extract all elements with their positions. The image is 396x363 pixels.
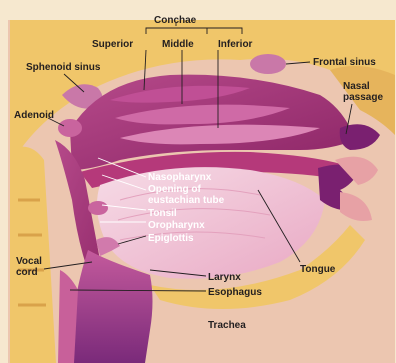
nasal-passage-label-line1: Nasal (343, 81, 370, 92)
tongue-label: Tongue (300, 264, 336, 275)
adenoid-shape (58, 119, 82, 137)
trachea-label: Trachea (208, 320, 246, 331)
vocal-cord-label-line2: cord (16, 267, 38, 278)
eustachian-tube-label-line1: Opening of (148, 184, 201, 195)
frontal-sinus-shape (250, 54, 286, 74)
frontal-sinus-label: Frontal sinus (313, 57, 376, 68)
middle-label: Middle (162, 39, 194, 50)
esophagus-label: Esophagus (208, 287, 262, 298)
sphenoid-sinus-label: Sphenoid sinus (26, 62, 101, 73)
adenoid-label: Adenoid (14, 110, 54, 121)
tonsil-shape (88, 201, 108, 215)
vocal-cord-label-line1: Vocal (16, 256, 42, 267)
larynx-label: Larynx (208, 272, 241, 283)
eustachian-tube-label-line2: eustachian tube (148, 195, 225, 206)
epiglottis-label: Epiglottis (148, 233, 194, 244)
nasopharynx-label: Nasopharynx (148, 172, 212, 183)
inferior-label: Inferior (218, 39, 253, 50)
superior-label: Superior (92, 39, 133, 50)
conchae-label: Conchae (154, 15, 197, 26)
oropharynx-label: Oropharynx (148, 220, 205, 231)
nasal-passage-label-line2: passage (343, 92, 383, 103)
tonsil-label: Tonsil (148, 208, 177, 219)
